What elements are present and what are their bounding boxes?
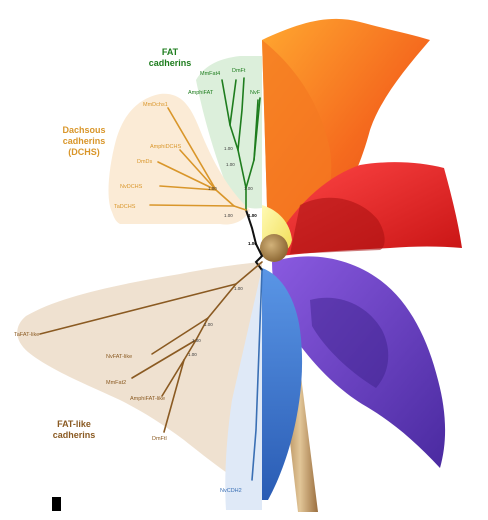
pinwheel-illustration (260, 19, 462, 512)
fatlike-title-line2: cadherins (53, 430, 96, 440)
leaf-label: MmFat2 (106, 380, 126, 386)
leaf-label: DmDs (137, 159, 153, 165)
support-value: 1.00 (234, 286, 243, 291)
clade-backgrounds (17, 56, 262, 510)
fatlike-group-title: FAT-like cadherins (53, 419, 96, 440)
dchs-title-line3: (DCHS) (68, 147, 100, 157)
fat-title-line1: FAT (162, 47, 179, 57)
leaf-label: AmphiDCHS (150, 144, 182, 150)
support-value: 1.00 (248, 213, 257, 218)
support-value: 1.00 (204, 322, 213, 327)
leaf-label: NvCDH2 (220, 488, 242, 494)
support-value: 1.00 (226, 162, 235, 167)
leaf-label: DmFtl (152, 436, 167, 442)
leaf-label: TaFAT-like (14, 332, 39, 338)
support-value: 1.00 (224, 213, 233, 218)
leaf-label: MmFat4 (200, 71, 220, 77)
leaf-label: MmDchs1 (143, 102, 168, 108)
leaf-label: AmphiFAT (188, 90, 214, 96)
support-value: 1.00 (192, 338, 201, 343)
leaf-label: AmphiFAT-like (130, 396, 165, 402)
support-value: 1.00 (208, 186, 217, 191)
fat-group-title: FAT cadherins (149, 47, 192, 68)
leaf-label: NvDCHS (120, 184, 143, 190)
dchs-title-line1: Dachsous (62, 125, 105, 135)
root-branch (246, 210, 262, 270)
fatlike-title-line1: FAT-like (57, 419, 91, 429)
leaf-label: TaDCHS (114, 204, 136, 210)
support-value: 1.00 (224, 146, 233, 151)
support-value: 1.00 (244, 186, 253, 191)
support-value: 1.00 (188, 352, 197, 357)
dchs-group-title: Dachsous cadherins (DCHS) (62, 125, 105, 157)
cdh2-leaf-labels: NvCDH2 (220, 488, 242, 494)
fat-title-line2: cadherins (149, 58, 192, 68)
leaf-label: NvFAT-like (106, 354, 132, 360)
dchs-title-line2: cadherins (63, 136, 106, 146)
support-value: 1.00 (248, 241, 257, 246)
leaf-label: NvF (250, 90, 261, 96)
center-pin (260, 234, 288, 262)
scale-mark (52, 497, 61, 511)
leaf-label: DmFt (232, 68, 246, 74)
